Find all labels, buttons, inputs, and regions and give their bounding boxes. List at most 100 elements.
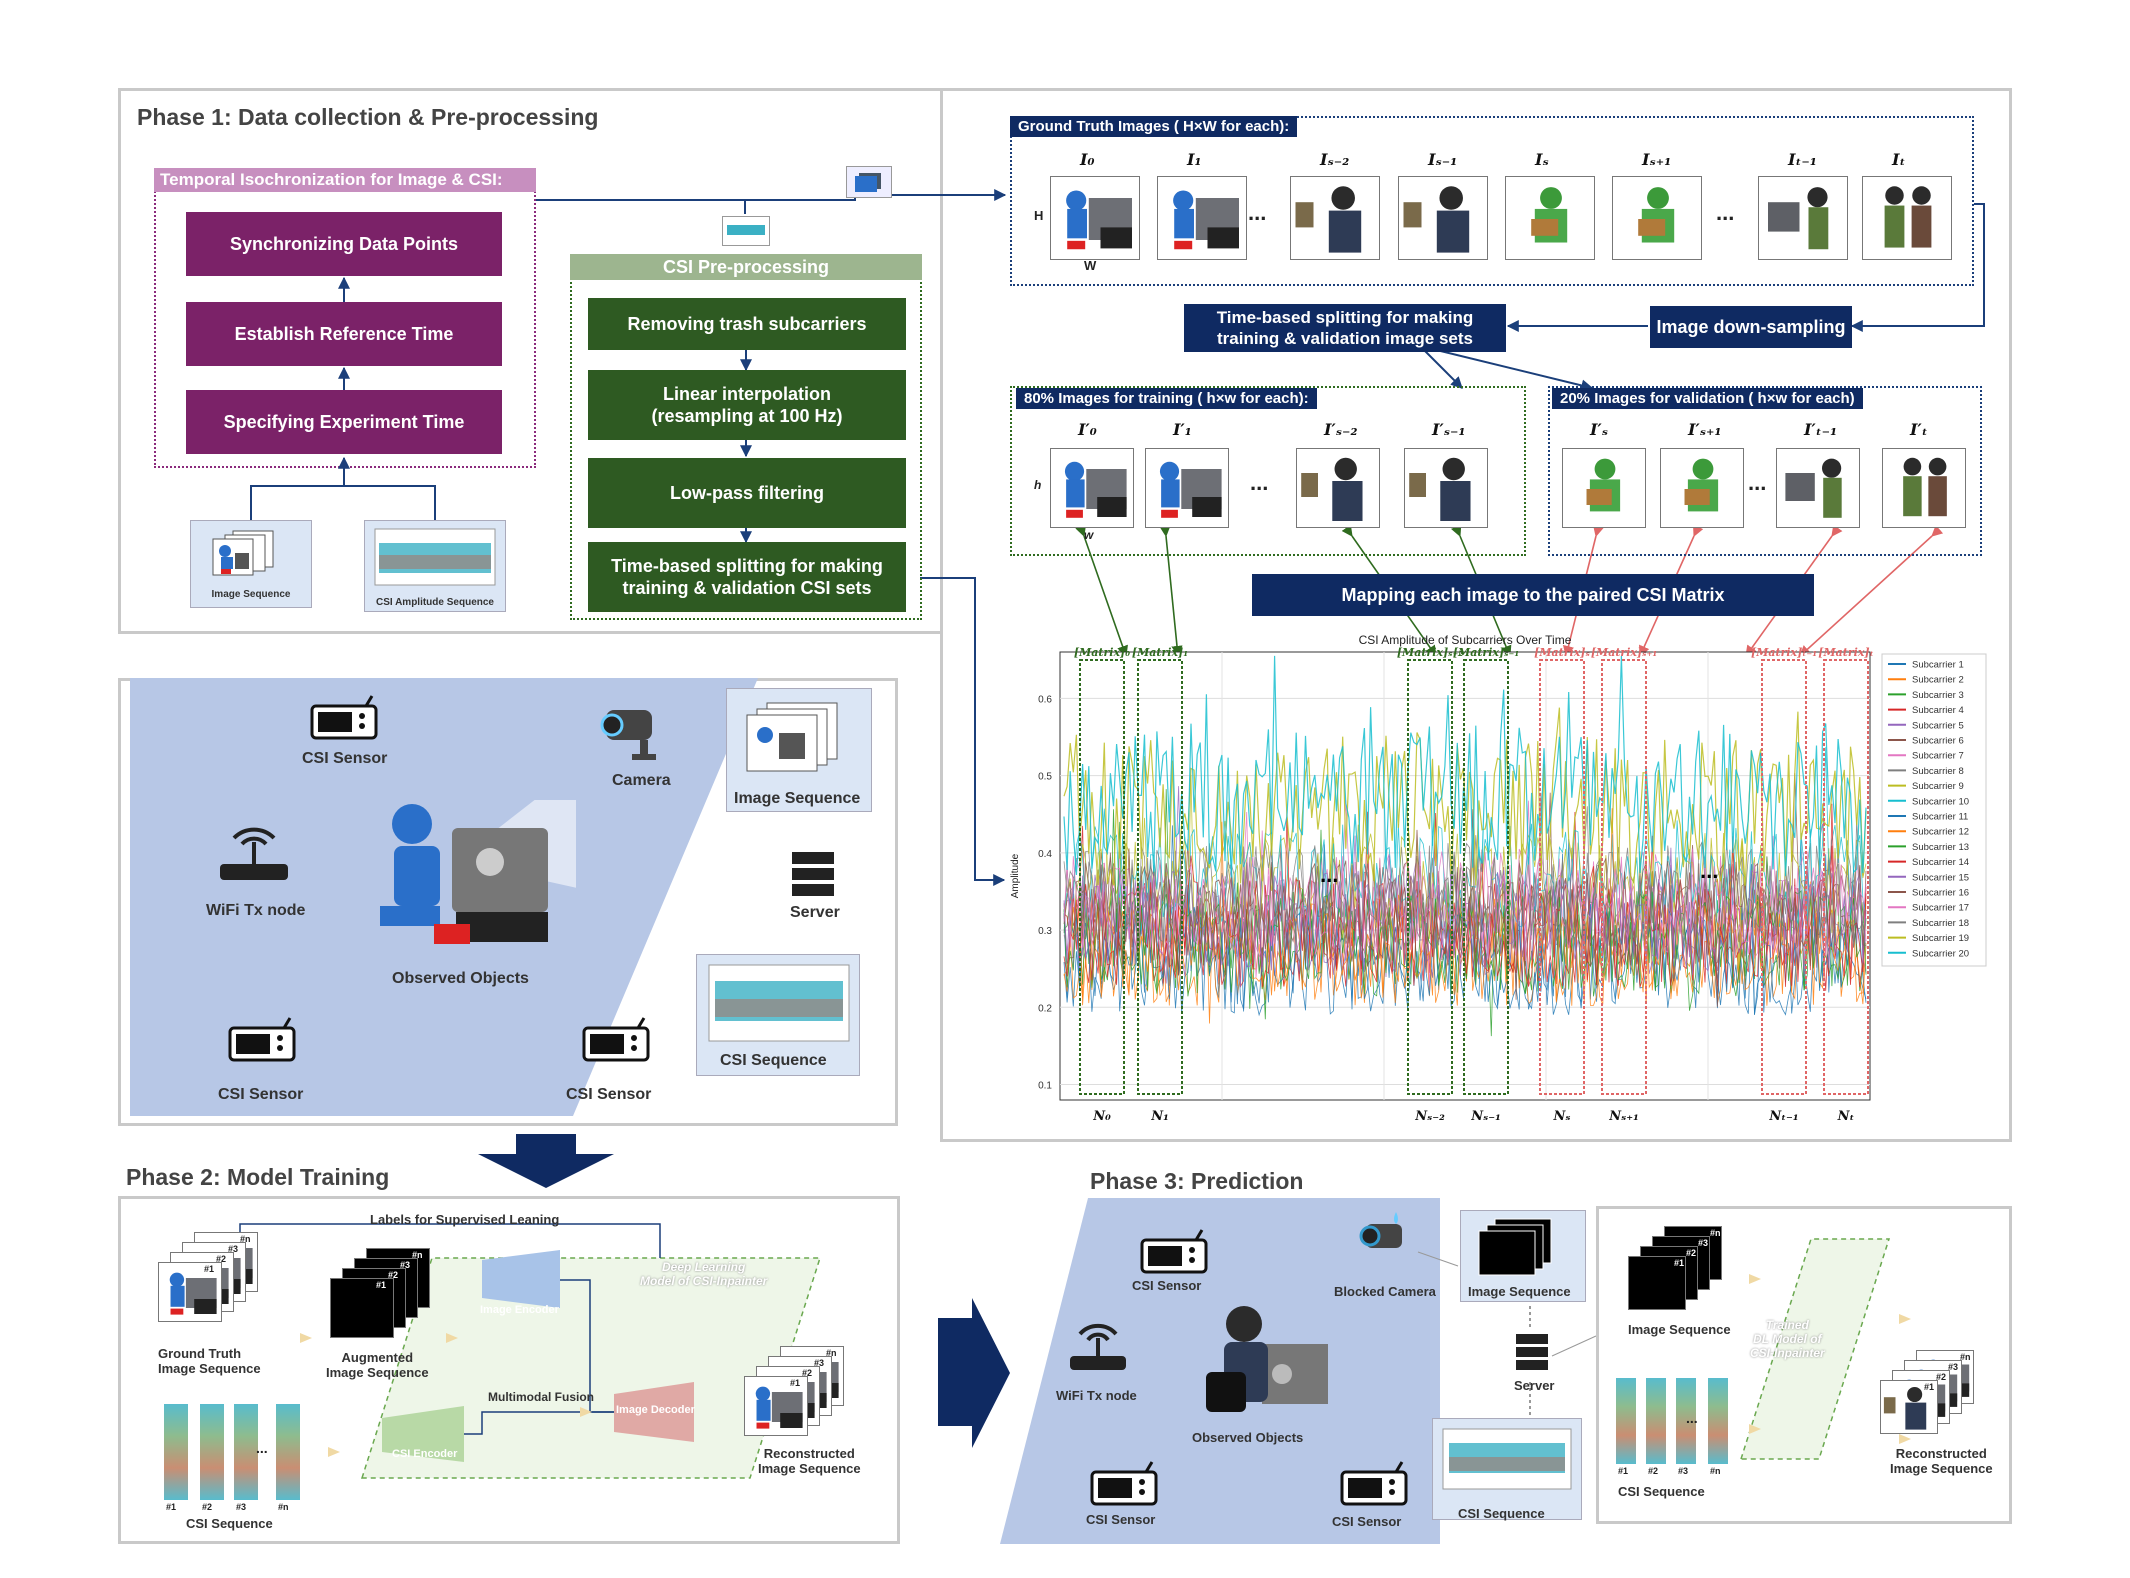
person-body-icon [1440,481,1471,521]
p3-wifi [1066,1310,1130,1374]
image-split-box: Time-based splitting for making training… [1184,304,1506,352]
worker-head-icon [1066,190,1087,211]
phase2-arrow-icon [478,1134,614,1188]
val-set-box [1548,386,1982,556]
parcel-icon [1684,489,1710,505]
y-tick-label: 0.6 [1038,694,1052,705]
n-label-5: Nₛ₊₁ [1608,1109,1639,1124]
gt-frame-0 [1050,176,1140,260]
csi-sensor-bottom-mid-label: CSI Sensor [566,1086,652,1103]
matrix-window-2 [1407,659,1453,1095]
gt-frame-2-illustration [1295,186,1362,253]
train-frame-2-illustration [1301,457,1363,521]
p3-blocked-camera-label: Blocked Camera [1334,1284,1436,1299]
p2-recon-stack-0 [744,1376,808,1436]
p2-gt-stack-0-illustration [169,1272,217,1315]
csi-plot-icon [708,964,850,1042]
box-icon [1301,473,1318,497]
observed-objects-label: Observed Objects [392,970,529,987]
val-frame-3 [1882,448,1966,528]
wifi-router-icon [1070,1323,1126,1370]
linear-interp-box: Linear interpolation (resampling at 100 … [588,370,906,440]
legend-entry-10: Subcarrier 10 [1912,796,1969,807]
image-sequence-thumb-label: Image Sequence [211,589,291,600]
mapping-box: Mapping each image to the paired CSI Mat… [1252,574,1814,616]
gt-label-5: Iₛ₊₁ [1642,150,1672,169]
matrix-label-0: [Matrix]₀ [1074,646,1130,659]
val-set-header: 20% Images for validation ( h×w for each… [1552,388,1863,409]
person-b-head-icon [1928,457,1947,476]
gt-frame-1-illustration [1173,190,1239,250]
p2-image-decoder-label: Image Decoder [616,1404,695,1416]
image-sequence-thumb: Image Sequence [190,520,312,608]
p3-server [1514,1332,1550,1372]
p2-aug-stack-tag-1: #2 [388,1270,399,1280]
image-stack-icon [212,530,274,576]
observed-objects-illustration [366,760,586,960]
box-icon [1295,202,1314,228]
safe-base-icon [780,1413,803,1428]
n-label-1: N₁ [1150,1109,1169,1124]
p2-recon-stack-tag-1: #2 [802,1368,813,1378]
p3-black-tag-0: #1 [1674,1258,1685,1268]
train-frame-1-illustration [1159,461,1222,518]
p3-connectors [1417,1251,1597,1416]
worker-safe-icon [380,760,586,944]
train-label-0: I′₀ [1078,420,1097,439]
phase3-parallelogram [1000,1198,1440,1544]
person-b-body-icon [1911,205,1932,248]
scene-image-sequence [726,688,872,812]
scene-image-sequence-label: Image Sequence [734,790,861,807]
val-frame-0 [1562,448,1646,528]
legend-entry-15: Subcarrier 15 [1912,872,1969,883]
person-head-icon [1331,186,1355,210]
p3-observed [1198,1294,1334,1424]
black-image-stack-icon [1478,1218,1552,1276]
gt-frame-1 [1157,176,1247,260]
p3-server-panel-line [1551,1335,1597,1357]
p2-aug-stack-tag-0: #1 [376,1280,387,1290]
train-frame-0 [1050,448,1134,528]
person-head-icon [1439,186,1463,210]
ground-truth-header: Ground Truth Images ( H×W for each): [1010,116,1298,137]
p2-csi-column-1 [200,1404,224,1500]
gt-frame-5-illustration [1638,187,1675,243]
legend-box [1881,653,1987,967]
legend-entry-1: Subcarrier 1 [1912,660,1964,671]
image-decoder-shape [614,1382,694,1442]
p2-ground-truth-label: Ground Truth Image Sequence [158,1346,261,1376]
p2-csi-column-2 [234,1404,258,1500]
safe-base-icon [1100,227,1132,249]
p3-recon-tag-3: #n [1960,1352,1971,1362]
y-tick-label: 0.5 [1038,772,1052,783]
p2-image-encoder-label: Image Encoder [480,1304,559,1316]
safe-icon [1785,473,1815,501]
p3-csi-column-1 [1646,1378,1666,1464]
p3-flow-arrow-3 [1899,1434,1911,1444]
safe-base-icon [1207,227,1239,249]
p3-csi-sequence-label: CSI Sequence [1458,1506,1545,1521]
scene-csi-sequence-label: CSI Sequence [720,1052,827,1069]
safe-base-icon [1192,497,1222,517]
person-body-icon [1332,481,1363,521]
gt-frame-7 [1862,176,1952,260]
csi-sensor-bottom-mid [580,1016,652,1064]
p2-aug-stack-tag-3: #n [412,1250,423,1260]
worker-body-icon [756,1399,771,1421]
train-ellipsis: ... [1250,470,1269,495]
person-b-head-icon [1912,186,1931,205]
n-label-3: Nₛ₋₁ [1470,1109,1501,1124]
gt-frame-7-illustration [1884,186,1932,248]
p3-wifi-label: WiFi Tx node [1056,1388,1137,1403]
csi-pre-header: CSI Pre-processing [570,254,922,280]
phase2-title: Phase 2: Model Training [126,1164,390,1190]
toolbox-icon [756,1422,770,1429]
matrix-window-5 [1601,659,1647,1095]
p3-image-sequence [1460,1210,1586,1302]
legend-entry-16: Subcarrier 16 [1912,888,1969,899]
camera-icon [596,696,668,768]
p2-csi-tag-3: #n [278,1502,289,1512]
gt-frame-5 [1612,176,1702,260]
val-frame-2-illustration [1785,458,1842,518]
